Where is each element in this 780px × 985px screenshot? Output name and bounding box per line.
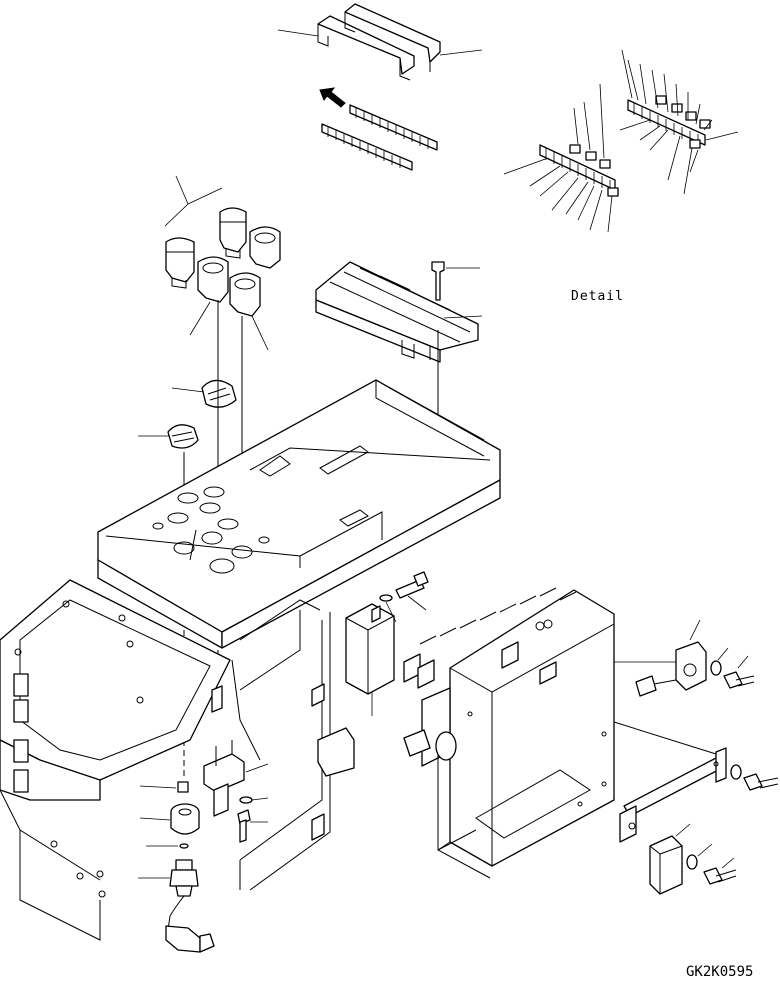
leader-line bbox=[717, 647, 729, 661]
flasher-relay bbox=[649, 835, 683, 895]
detail-fuse-group bbox=[539, 95, 711, 197]
fuse-cover-pair bbox=[317, 3, 441, 81]
throttle-knob bbox=[167, 424, 199, 449]
drawing-code: GK2K0595 bbox=[686, 964, 754, 980]
washer bbox=[239, 796, 253, 804]
leader-line bbox=[277, 29, 319, 37]
leader-line bbox=[689, 619, 701, 641]
bolt bbox=[743, 773, 779, 791]
leader-line bbox=[439, 49, 483, 56]
leader-line bbox=[443, 315, 483, 319]
detail-label: Detail bbox=[571, 289, 624, 304]
fuse-box bbox=[315, 261, 479, 363]
leader-line bbox=[139, 785, 177, 789]
relay bbox=[345, 603, 395, 695]
washer bbox=[710, 660, 722, 676]
leader-line bbox=[251, 315, 269, 351]
leader-line bbox=[245, 763, 269, 773]
relay-box bbox=[403, 587, 615, 879]
washer bbox=[686, 854, 698, 870]
limit-switch bbox=[203, 740, 245, 817]
leader-line bbox=[675, 823, 691, 837]
console-frame bbox=[97, 379, 501, 649]
bolt bbox=[703, 867, 737, 885]
buzzer bbox=[170, 803, 200, 835]
leader-line bbox=[189, 301, 211, 336]
rotary-knob bbox=[201, 379, 237, 408]
leader-line bbox=[171, 387, 205, 393]
detail-leader-lines bbox=[503, 49, 739, 233]
relay-bracket bbox=[613, 721, 727, 843]
bolt bbox=[237, 809, 251, 843]
leader-line bbox=[164, 175, 223, 227]
fuse-strips bbox=[321, 104, 438, 171]
leader-line bbox=[385, 601, 397, 623]
leader-line bbox=[407, 595, 427, 611]
washer bbox=[730, 764, 742, 780]
pressure-switch bbox=[165, 859, 215, 953]
console-side-bracket bbox=[0, 579, 231, 941]
leader-line bbox=[139, 817, 171, 821]
nut bbox=[177, 781, 189, 793]
relay-bolt bbox=[379, 571, 429, 602]
bolt bbox=[723, 671, 755, 689]
horn-relay bbox=[635, 641, 707, 697]
detail-arrow-icon bbox=[319, 87, 346, 108]
o-ring bbox=[179, 843, 189, 849]
leader-line bbox=[721, 857, 735, 869]
leader-line bbox=[737, 655, 749, 669]
leader-line bbox=[251, 797, 269, 801]
console-lower-frame bbox=[211, 599, 355, 891]
switch-knobs bbox=[165, 207, 281, 317]
leader-line bbox=[697, 843, 713, 857]
